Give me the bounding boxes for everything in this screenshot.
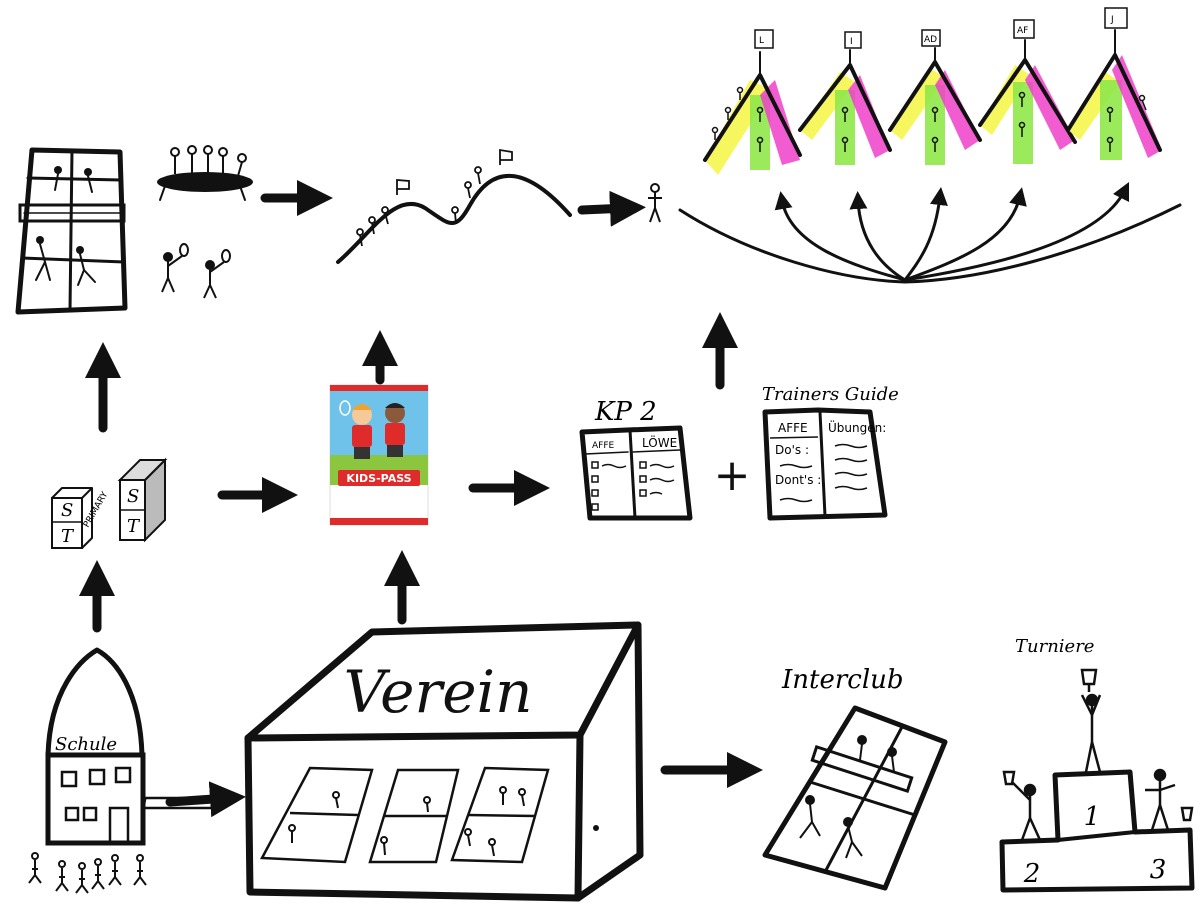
school-building: Schule	[28, 647, 147, 894]
kp2-right-page: LÖWE	[642, 434, 677, 450]
st-box-right: S T	[117, 457, 168, 543]
fan-arrows	[678, 181, 1182, 284]
flag-label-2: I	[850, 37, 853, 47]
st-left-s: S	[61, 500, 73, 521]
mountain-range: L I AD AF	[703, 7, 1162, 175]
stick-figure	[648, 183, 662, 223]
guide-donts: Dont's :	[775, 473, 821, 487]
guide-left-header: AFFE	[778, 421, 808, 435]
mountain-1: L	[703, 29, 802, 175]
st-box-left: S T PRIMARY	[51, 487, 111, 549]
st-right-t: T	[127, 516, 141, 537]
hill-with-climbers	[336, 148, 572, 264]
kp2-title: KP 2	[594, 397, 657, 427]
flag-label-3: AD	[924, 35, 937, 45]
interclub-label: Interclub	[781, 665, 904, 695]
verein-label: Verein	[344, 658, 533, 726]
plus-sign: +	[714, 450, 751, 501]
podium-third: 3	[1150, 855, 1167, 885]
primary-label: PRIMARY	[82, 490, 111, 530]
turniere-podium: Turniere 1 2 3	[999, 636, 1195, 893]
verein-box: Verein	[142, 621, 644, 902]
st-left-t: T	[61, 526, 75, 547]
top-left-court	[15, 147, 128, 315]
turniere-label: Turniere	[1015, 636, 1094, 657]
guide-right-header: Übungen:	[828, 419, 886, 435]
flag-label-5: J	[1110, 15, 1114, 25]
interclub: Interclub	[762, 665, 948, 891]
flag-label-1: L	[759, 36, 764, 46]
arrow-top-2	[577, 190, 646, 227]
kids-pass-booklet: KIDS-PASS	[329, 384, 429, 526]
bench-with-kids	[157, 145, 253, 201]
trainers-guide-book: Trainers Guide AFFE Übungen: Do's : Dont…	[762, 384, 899, 521]
st-right-s: S	[127, 486, 139, 507]
flag-label-4: AF	[1017, 26, 1028, 36]
flow-arrows	[79, 180, 763, 818]
mountain-5: J	[1066, 7, 1162, 160]
kids-pass-title: KIDS-PASS	[346, 472, 411, 485]
mountain-4: AF	[978, 19, 1077, 164]
kids-with-rackets	[161, 243, 231, 299]
guide-dos: Do's :	[775, 443, 809, 457]
mountain-2: I	[798, 31, 892, 165]
podium-second: 2	[1023, 859, 1041, 889]
school-label: Schule	[55, 734, 117, 755]
kp2-book: KP 2 AFFE LÖWE	[579, 397, 693, 521]
trainers-guide-title: Trainers Guide	[762, 384, 899, 405]
mountain-3: AD	[888, 29, 982, 165]
kp2-left-page: AFFE	[592, 441, 615, 451]
podium-first: 1	[1084, 802, 1101, 832]
